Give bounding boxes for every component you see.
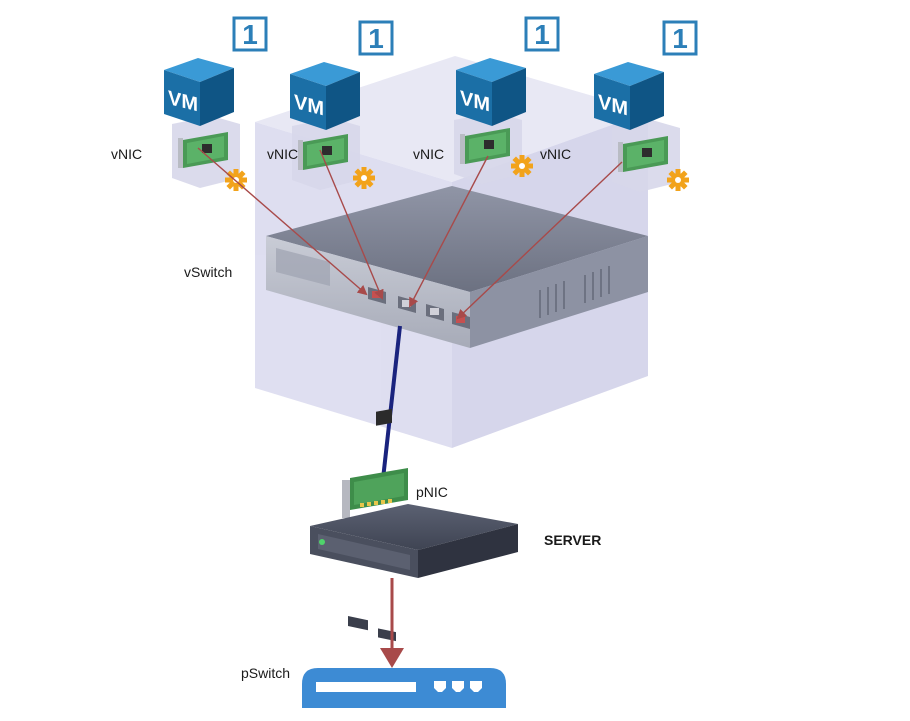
vm-badge: 1 xyxy=(662,20,698,56)
gear-icon xyxy=(667,169,689,191)
vm-badge: 1 xyxy=(524,16,560,52)
vm-1: VM 1 xyxy=(164,16,268,191)
vswitch-port xyxy=(426,304,444,321)
gear-icon xyxy=(353,167,375,189)
vm-cube: VM xyxy=(290,62,360,130)
svg-text:1: 1 xyxy=(242,19,258,50)
server-label: SERVER xyxy=(544,532,602,548)
vswitch-device xyxy=(266,186,648,348)
vm-4: VM 1 xyxy=(594,20,698,192)
vnic-card xyxy=(178,132,228,168)
vnic-label: vNIC xyxy=(540,146,572,162)
vnic-label: vNIC xyxy=(413,146,445,162)
svg-text:1: 1 xyxy=(534,19,550,50)
pswitch-label: pSwitch xyxy=(241,665,291,681)
pnic-label: pNIC xyxy=(416,484,448,500)
vnic-card xyxy=(298,134,348,170)
vnic-card xyxy=(460,128,510,164)
server-device xyxy=(310,504,518,642)
svg-text:1: 1 xyxy=(368,23,384,54)
vm-2: VM 1 xyxy=(290,20,394,190)
svg-text:1: 1 xyxy=(672,23,688,54)
vnic-card xyxy=(618,136,668,172)
vswitch-label: vSwitch xyxy=(184,264,233,280)
vm-badge: 1 xyxy=(358,20,394,56)
pswitch-device xyxy=(302,668,506,708)
vm-badge: 1 xyxy=(232,16,268,52)
server-to-pswitch-arrow xyxy=(380,578,404,668)
vm-cube: VM xyxy=(456,58,526,126)
pnic-card xyxy=(342,408,408,518)
vm-3: VM 1 xyxy=(454,16,560,184)
vnic-label: vNIC xyxy=(111,146,143,162)
vnic-label: vNIC xyxy=(267,146,299,162)
vm-cube: VM xyxy=(164,58,234,126)
vnic-links xyxy=(197,147,623,320)
vm-cube: VM xyxy=(594,62,664,130)
gear-icon xyxy=(511,155,533,177)
